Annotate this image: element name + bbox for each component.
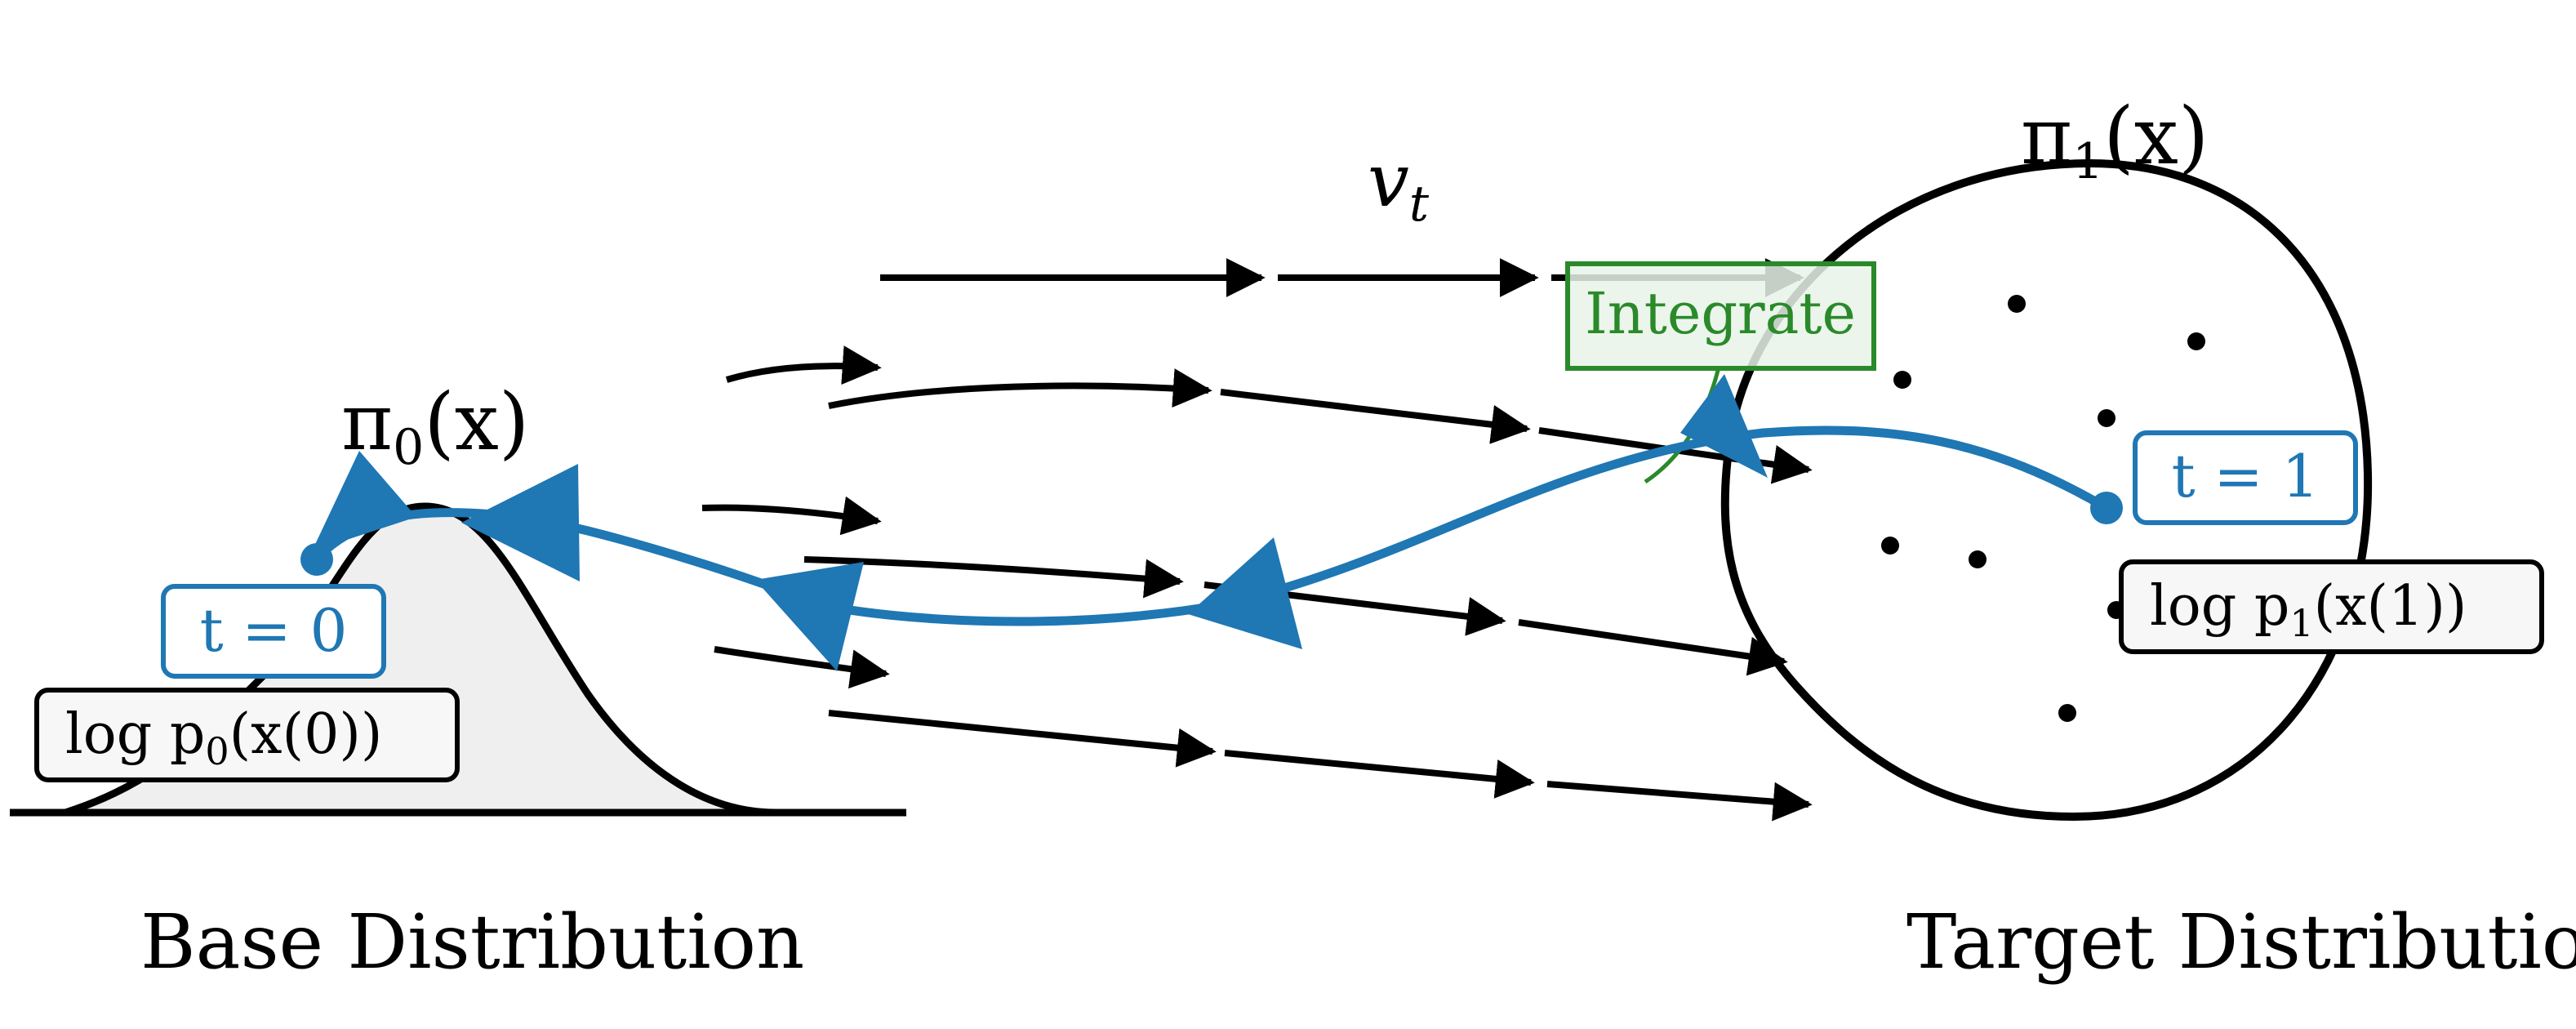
field-arrow <box>701 496 882 536</box>
integrate-box <box>1565 261 1876 371</box>
field-arrow <box>828 368 1212 409</box>
log-p1-badge: log p1(x(1)) <box>2119 559 2544 654</box>
target-pi-label: π1(x) <box>2021 91 2209 190</box>
integrate-label: Integrate <box>1585 280 1856 347</box>
trajectory <box>300 374 2123 671</box>
field-arrow <box>714 646 890 689</box>
t0-label: t = 0 <box>200 596 348 665</box>
log-p0-box <box>34 688 460 782</box>
log-p0-label: log p0(x(0)) <box>65 702 382 773</box>
trajectory-arrowhead <box>312 451 416 551</box>
sample-point <box>1893 371 1911 389</box>
field-arrow <box>828 710 1217 768</box>
integrate-annotation: Integrate <box>1565 261 1876 484</box>
t1-box <box>2133 430 2358 525</box>
log-p0-badge: log p0(x(0)) <box>34 688 460 782</box>
sample-point <box>2058 704 2076 722</box>
trajectory-path <box>313 425 2109 626</box>
trajectory-endpoint <box>2090 492 2123 524</box>
field-arrow <box>1220 389 1531 444</box>
trajectory-arrowhead <box>755 562 864 671</box>
t0-box <box>161 584 386 679</box>
sample-point <box>1969 550 1987 568</box>
log-p1-box <box>2119 559 2544 654</box>
trajectory-arrowhead <box>1188 537 1302 649</box>
base-caption: Base Distribution <box>140 898 804 986</box>
field-arrow <box>1224 750 1535 799</box>
vt-label: vt <box>1368 138 1430 233</box>
sample-point <box>2098 409 2116 427</box>
sample-point <box>2187 332 2205 350</box>
t0-badge: t = 0 <box>161 584 386 679</box>
trajectory-startpoint <box>300 543 333 576</box>
base-pi-label: π0(x) <box>341 376 529 476</box>
trajectory-arrowhead <box>1680 374 1768 478</box>
target-caption: Target Distribution <box>1906 898 2576 986</box>
sample-point <box>2008 295 2026 313</box>
field-arrow <box>803 556 1184 599</box>
field-arrow <box>1546 781 1813 822</box>
log-p1-label: log p1(x(1)) <box>2150 574 2467 645</box>
field-arrow <box>1518 619 1788 676</box>
t1-label: t = 1 <box>2172 442 2320 510</box>
sample-point <box>1881 537 1899 555</box>
t1-badge: t = 1 <box>2133 430 2358 525</box>
trajectory-arrowhead <box>461 464 580 581</box>
field-arrow <box>725 345 882 385</box>
